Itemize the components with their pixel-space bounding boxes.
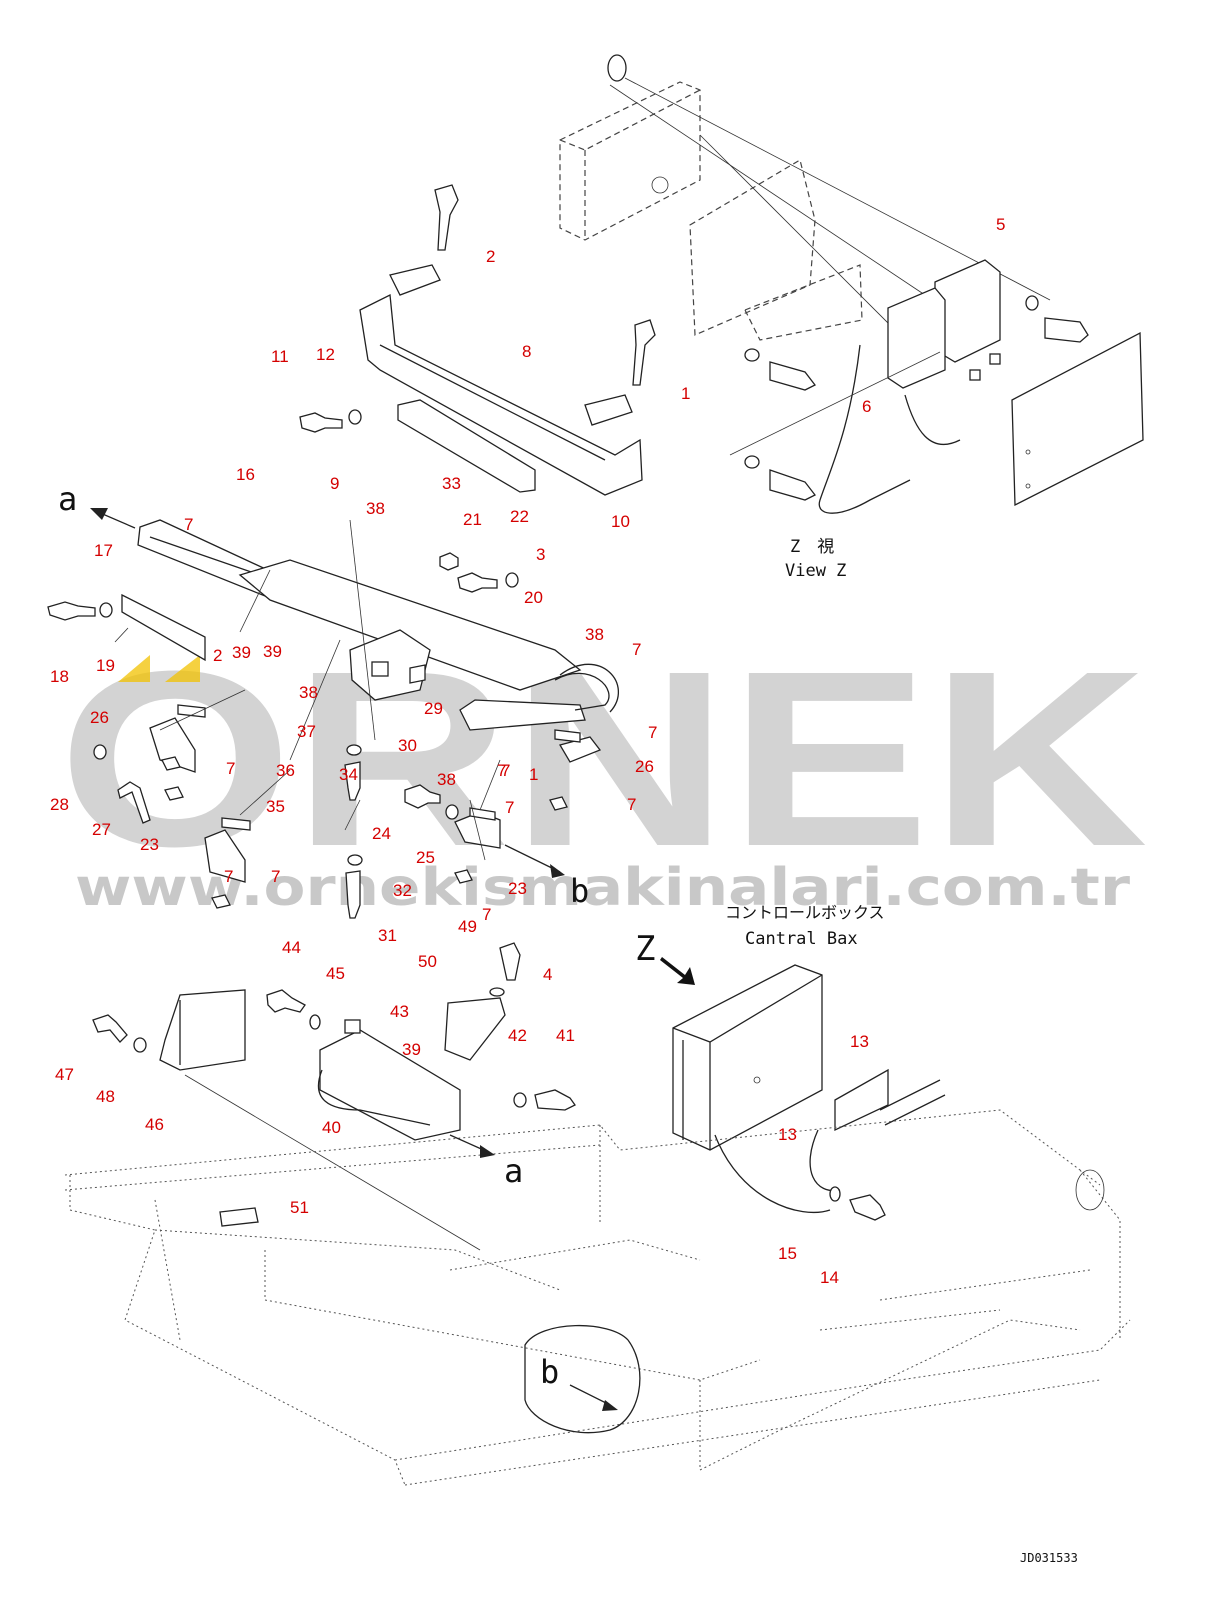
part-number-7: 7: [497, 761, 506, 780]
part-number-39: 39: [232, 643, 251, 662]
part-number-22: 22: [510, 507, 529, 526]
callout-a-top: a: [58, 480, 77, 518]
part-number-26: 26: [635, 757, 654, 776]
watermark-accent-mark: [118, 655, 150, 682]
watermark-url: www.ornekismakinalari.com.tr: [75, 858, 1130, 918]
part-number-51: 51: [290, 1198, 309, 1217]
part-number-23: 23: [508, 879, 527, 898]
part-number-10: 10: [611, 512, 630, 531]
part-number-20: 20: [524, 588, 543, 607]
arrow-b-indicator: [504, 844, 565, 878]
part-number-45: 45: [326, 964, 345, 983]
part-number-31: 31: [378, 926, 397, 945]
part-number-8: 8: [522, 342, 531, 361]
part-number-27: 27: [92, 820, 111, 839]
part-number-32: 32: [393, 881, 412, 900]
part-number-12: 12: [316, 345, 335, 364]
part-number-2: 2: [486, 247, 495, 266]
part-number-47: 47: [55, 1065, 74, 1084]
part-number-17: 17: [94, 541, 113, 560]
arrow-a-indicator: [90, 508, 136, 529]
part-number-42: 42: [508, 1026, 527, 1045]
part-number-44: 44: [282, 938, 301, 957]
view-z-label: Z 視 View Z: [785, 537, 846, 581]
part-number-33: 33: [442, 474, 461, 493]
part-number-7: 7: [184, 515, 193, 534]
control-box-en: Cantral Bax: [745, 929, 858, 949]
part-number-3: 3: [536, 545, 545, 564]
part-number-7: 7: [482, 905, 491, 924]
part-number-5: 5: [996, 215, 1005, 234]
part-number-50: 50: [418, 952, 437, 971]
callout-a-lower: a: [504, 1152, 523, 1190]
part-number-7: 7: [648, 723, 657, 742]
chassis-frame: [64, 1109, 1131, 1486]
view-z-arrow: [660, 957, 695, 985]
part-number-25: 25: [416, 848, 435, 867]
part-number-4: 4: [543, 965, 552, 984]
part-number-43: 43: [390, 1002, 409, 1021]
bracket-assembly: [47, 184, 656, 919]
part-number-36: 36: [276, 761, 295, 780]
watermark-accent-mark: [165, 655, 200, 682]
battery-box-assembly: [559, 54, 1144, 514]
part-number-34: 34: [339, 765, 358, 784]
part-number-38: 38: [299, 683, 318, 702]
part-number-1: 1: [681, 384, 690, 403]
lower-mount-assembly: [92, 942, 576, 1251]
part-number-15: 15: [778, 1244, 797, 1263]
part-number-7: 7: [226, 759, 235, 778]
view-z-jp: Z 視: [790, 537, 834, 557]
drawing-id: JD031533: [1020, 1551, 1078, 1565]
part-number-39: 39: [263, 642, 282, 661]
part-number-24: 24: [372, 824, 391, 843]
callout-b-mid: b: [570, 872, 589, 910]
control-box-jp: コントロールボックス: [725, 903, 885, 922]
part-number-7: 7: [224, 867, 233, 886]
part-number-7: 7: [271, 867, 280, 886]
part-number-2: 2: [213, 646, 222, 665]
part-number-39: 39: [402, 1040, 421, 1059]
part-number-23: 23: [140, 835, 159, 854]
view-z-marker: Z: [635, 929, 655, 969]
part-number-35: 35: [266, 797, 285, 816]
part-number-30: 30: [398, 736, 417, 755]
part-number-16: 16: [236, 465, 255, 484]
part-number-14: 14: [820, 1268, 839, 1287]
part-number-38: 38: [585, 625, 604, 644]
part-number-37: 37: [297, 722, 316, 741]
part-number-9: 9: [330, 474, 339, 493]
part-number-46: 46: [145, 1115, 164, 1134]
part-number-40: 40: [322, 1118, 341, 1137]
part-number-21: 21: [463, 510, 482, 529]
part-number-19: 19: [96, 656, 115, 675]
view-z-en: View Z: [785, 561, 846, 581]
part-number-49: 49: [458, 917, 477, 936]
callout-b-frame: b: [540, 1353, 559, 1391]
part-number-41: 41: [556, 1026, 575, 1045]
part-number-26: 26: [90, 708, 109, 727]
part-number-7: 7: [632, 640, 641, 659]
part-number-7: 7: [501, 761, 510, 780]
control-box-label: コントロールボックス Cantral Bax: [725, 903, 885, 949]
part-number-11: 11: [271, 347, 289, 366]
part-number-38: 38: [366, 499, 385, 518]
part-number-38: 38: [437, 770, 456, 789]
part-number-48: 48: [96, 1087, 115, 1106]
part-number-1: 1: [529, 765, 538, 784]
part-number-13: 13: [850, 1032, 869, 1051]
part-number-13: 13: [778, 1125, 797, 1144]
control-box-assembly: [660, 957, 946, 1221]
part-number-18: 18: [50, 667, 69, 686]
part-number-7: 7: [627, 795, 636, 814]
part-number-7: 7: [505, 798, 514, 817]
part-number-29: 29: [424, 699, 443, 718]
part-number-28: 28: [50, 795, 69, 814]
arrow-a-lower-indicator: [449, 1134, 495, 1158]
part-number-6: 6: [862, 397, 871, 416]
